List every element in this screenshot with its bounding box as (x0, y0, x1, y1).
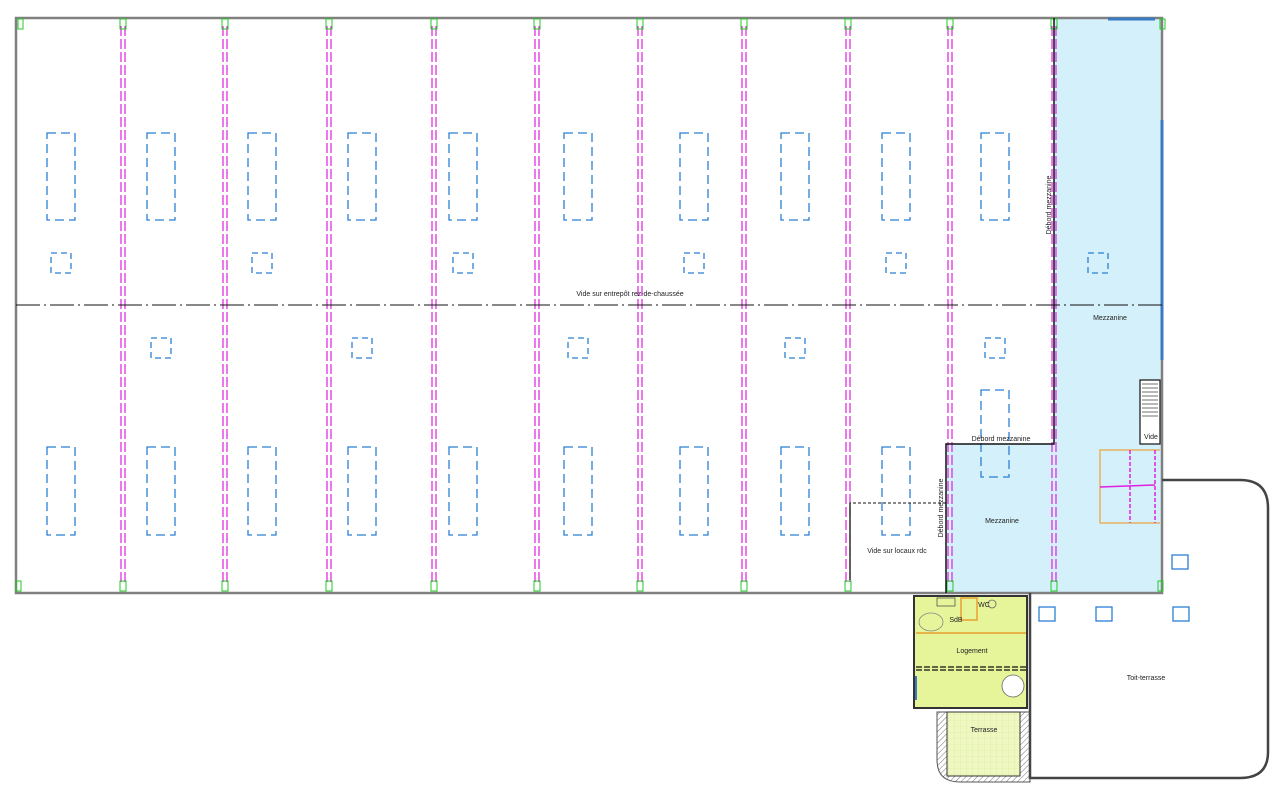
skylight (146, 132, 176, 221)
column-mark (119, 580, 127, 592)
skylight (247, 446, 277, 536)
label-void-warehouse: Vide sur entrepôt rez-de-chaussée (576, 291, 683, 298)
skylight (46, 132, 76, 221)
label-roof-terrace: Toit-terrasse (1127, 675, 1166, 682)
smoke-vent (251, 252, 273, 274)
dwelling (913, 595, 1028, 709)
label-wc: WC (978, 602, 990, 609)
skylight (563, 132, 593, 221)
skylight (881, 446, 911, 536)
label-void: Vide (1144, 434, 1158, 441)
column-mark (740, 580, 748, 592)
smoke-vent (683, 252, 705, 274)
skylight (563, 446, 593, 536)
column-mark (430, 580, 438, 592)
column-mark (15, 580, 22, 592)
column-mark (325, 580, 333, 592)
column-mark (221, 580, 229, 592)
skylight (146, 446, 176, 536)
smoke-vent (150, 337, 172, 359)
skylight (780, 446, 810, 536)
label-dwelling: Logement (956, 648, 987, 655)
column-mark (740, 18, 748, 30)
label-mezzanine-overhang: Débord mezzanine (938, 479, 945, 538)
skylight (347, 446, 377, 536)
technical-zone (1099, 449, 1160, 524)
smoke-vent (885, 252, 907, 274)
column-mark (1050, 580, 1058, 592)
smoke-vent (784, 337, 806, 359)
column-mark (844, 580, 852, 592)
skylight (46, 446, 76, 536)
roof-vent (1038, 606, 1056, 622)
roof-terrace-outline (1028, 478, 1270, 780)
terrace (936, 711, 1031, 783)
skylight (980, 389, 1010, 478)
skylight (679, 446, 709, 536)
skylight (881, 132, 911, 221)
skylight (980, 132, 1010, 221)
skylights (46, 132, 1109, 536)
void-offices-zone (849, 502, 946, 580)
label-mezzanine-overhang: Débord mezzanine (972, 436, 1031, 443)
label-bathroom: SdB (949, 617, 963, 624)
smoke-vent (351, 337, 373, 359)
label-void-offices: Vide sur locaux rdc (867, 548, 927, 555)
roof-vent (1095, 606, 1113, 622)
roof-vent (1171, 554, 1189, 570)
column-mark (430, 18, 438, 30)
smoke-vent (1087, 252, 1109, 274)
mezzanine-edge (945, 18, 1055, 593)
column-mark (1157, 580, 1164, 592)
smoke-vent (567, 337, 589, 359)
column-mark (325, 18, 333, 30)
column-mark (636, 580, 644, 592)
skylight (247, 132, 277, 221)
label-mezzanine-overhang: Débord mezzanine (1046, 176, 1053, 235)
skylight (780, 132, 810, 221)
skylight (679, 132, 709, 221)
column-mark (636, 18, 644, 30)
label-terrace: Terrasse (971, 727, 998, 734)
column-mark (119, 18, 127, 30)
skylight (347, 132, 377, 221)
column-mark (946, 18, 954, 30)
smoke-vent (984, 337, 1006, 359)
column-mark (1159, 18, 1166, 30)
label-mezzanine: Mezzanine (985, 518, 1019, 525)
stair (1139, 379, 1161, 445)
column-mark (533, 580, 541, 592)
column-mark (533, 18, 541, 30)
column-mark (946, 580, 954, 592)
roof-vents (1038, 554, 1190, 622)
smoke-vent (452, 252, 474, 274)
label-mezzanine: Mezzanine (1093, 315, 1127, 322)
skylight (448, 132, 478, 221)
column-mark (221, 18, 229, 30)
skylight (448, 446, 478, 536)
column-mark (17, 18, 24, 30)
roof-vent (1172, 606, 1190, 622)
column-mark (844, 18, 852, 30)
smoke-vent (50, 252, 72, 274)
